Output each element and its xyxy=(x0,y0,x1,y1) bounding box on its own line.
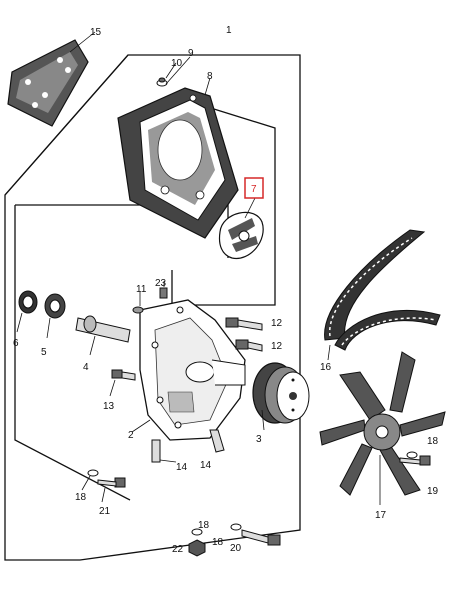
callout-3: 3 xyxy=(256,434,262,445)
part-8-gasket xyxy=(117,77,239,239)
callout-18b: 18 xyxy=(427,436,439,447)
callout-18d: 18 xyxy=(212,537,224,548)
part-5-6-seals xyxy=(16,290,66,339)
callout-6: 6 xyxy=(13,338,19,349)
callout-19: 19 xyxy=(427,486,439,497)
part-7-impeller xyxy=(218,197,264,260)
callout-9: 9 xyxy=(188,48,194,59)
part-16-belts xyxy=(324,229,441,361)
callout-8: 8 xyxy=(207,71,213,82)
callout-12b: 12 xyxy=(271,341,283,352)
callout-14b: 14 xyxy=(200,460,212,471)
callout-13a: 13 xyxy=(103,401,115,412)
part-15-gasket xyxy=(7,31,96,127)
callout-15: 15 xyxy=(90,27,102,38)
callout-14a: 14 xyxy=(176,462,188,473)
callout-4: 4 xyxy=(83,362,89,373)
part-4-shaft xyxy=(75,315,131,356)
callout-18a: 18 xyxy=(75,492,87,503)
callout-17: 17 xyxy=(375,510,387,521)
part-13-bolt xyxy=(109,369,136,397)
part-18-19-fasteners-right xyxy=(399,451,431,466)
callout-1: 1 xyxy=(226,25,232,36)
callout-21: 21 xyxy=(99,506,111,517)
callout-2: 2 xyxy=(128,430,134,441)
callout-23: 23 xyxy=(155,278,167,289)
part-18-20-22-fasteners-bottom xyxy=(188,523,281,557)
callout-22: 22 xyxy=(172,544,184,555)
assembly-frame xyxy=(4,54,301,561)
part-9-10-fasteners xyxy=(156,56,191,87)
callout-18c: 18 xyxy=(198,520,210,531)
callout-20: 20 xyxy=(230,543,242,554)
callout-11: 11 xyxy=(136,284,147,295)
highlight-box-7 xyxy=(244,177,264,199)
callout-labels: 1 2 3 4 5 6 7 8 9 10 11 12 12 13 14 14 1… xyxy=(13,25,439,555)
callout-5: 5 xyxy=(41,347,47,358)
callout-10: 10 xyxy=(171,58,183,69)
part-14-studs xyxy=(151,429,225,463)
callout-12a: 12 xyxy=(271,318,283,329)
part-12-bolts xyxy=(225,317,263,352)
part-2-pump-housing xyxy=(131,299,246,441)
part-3-pulley xyxy=(252,362,310,431)
part-18-21-fasteners-left xyxy=(81,469,126,503)
part-11-23-fittings xyxy=(132,281,168,314)
callout-16: 16 xyxy=(320,362,332,373)
callout-7: 7 xyxy=(251,184,257,195)
part-17-fan xyxy=(319,351,446,505)
